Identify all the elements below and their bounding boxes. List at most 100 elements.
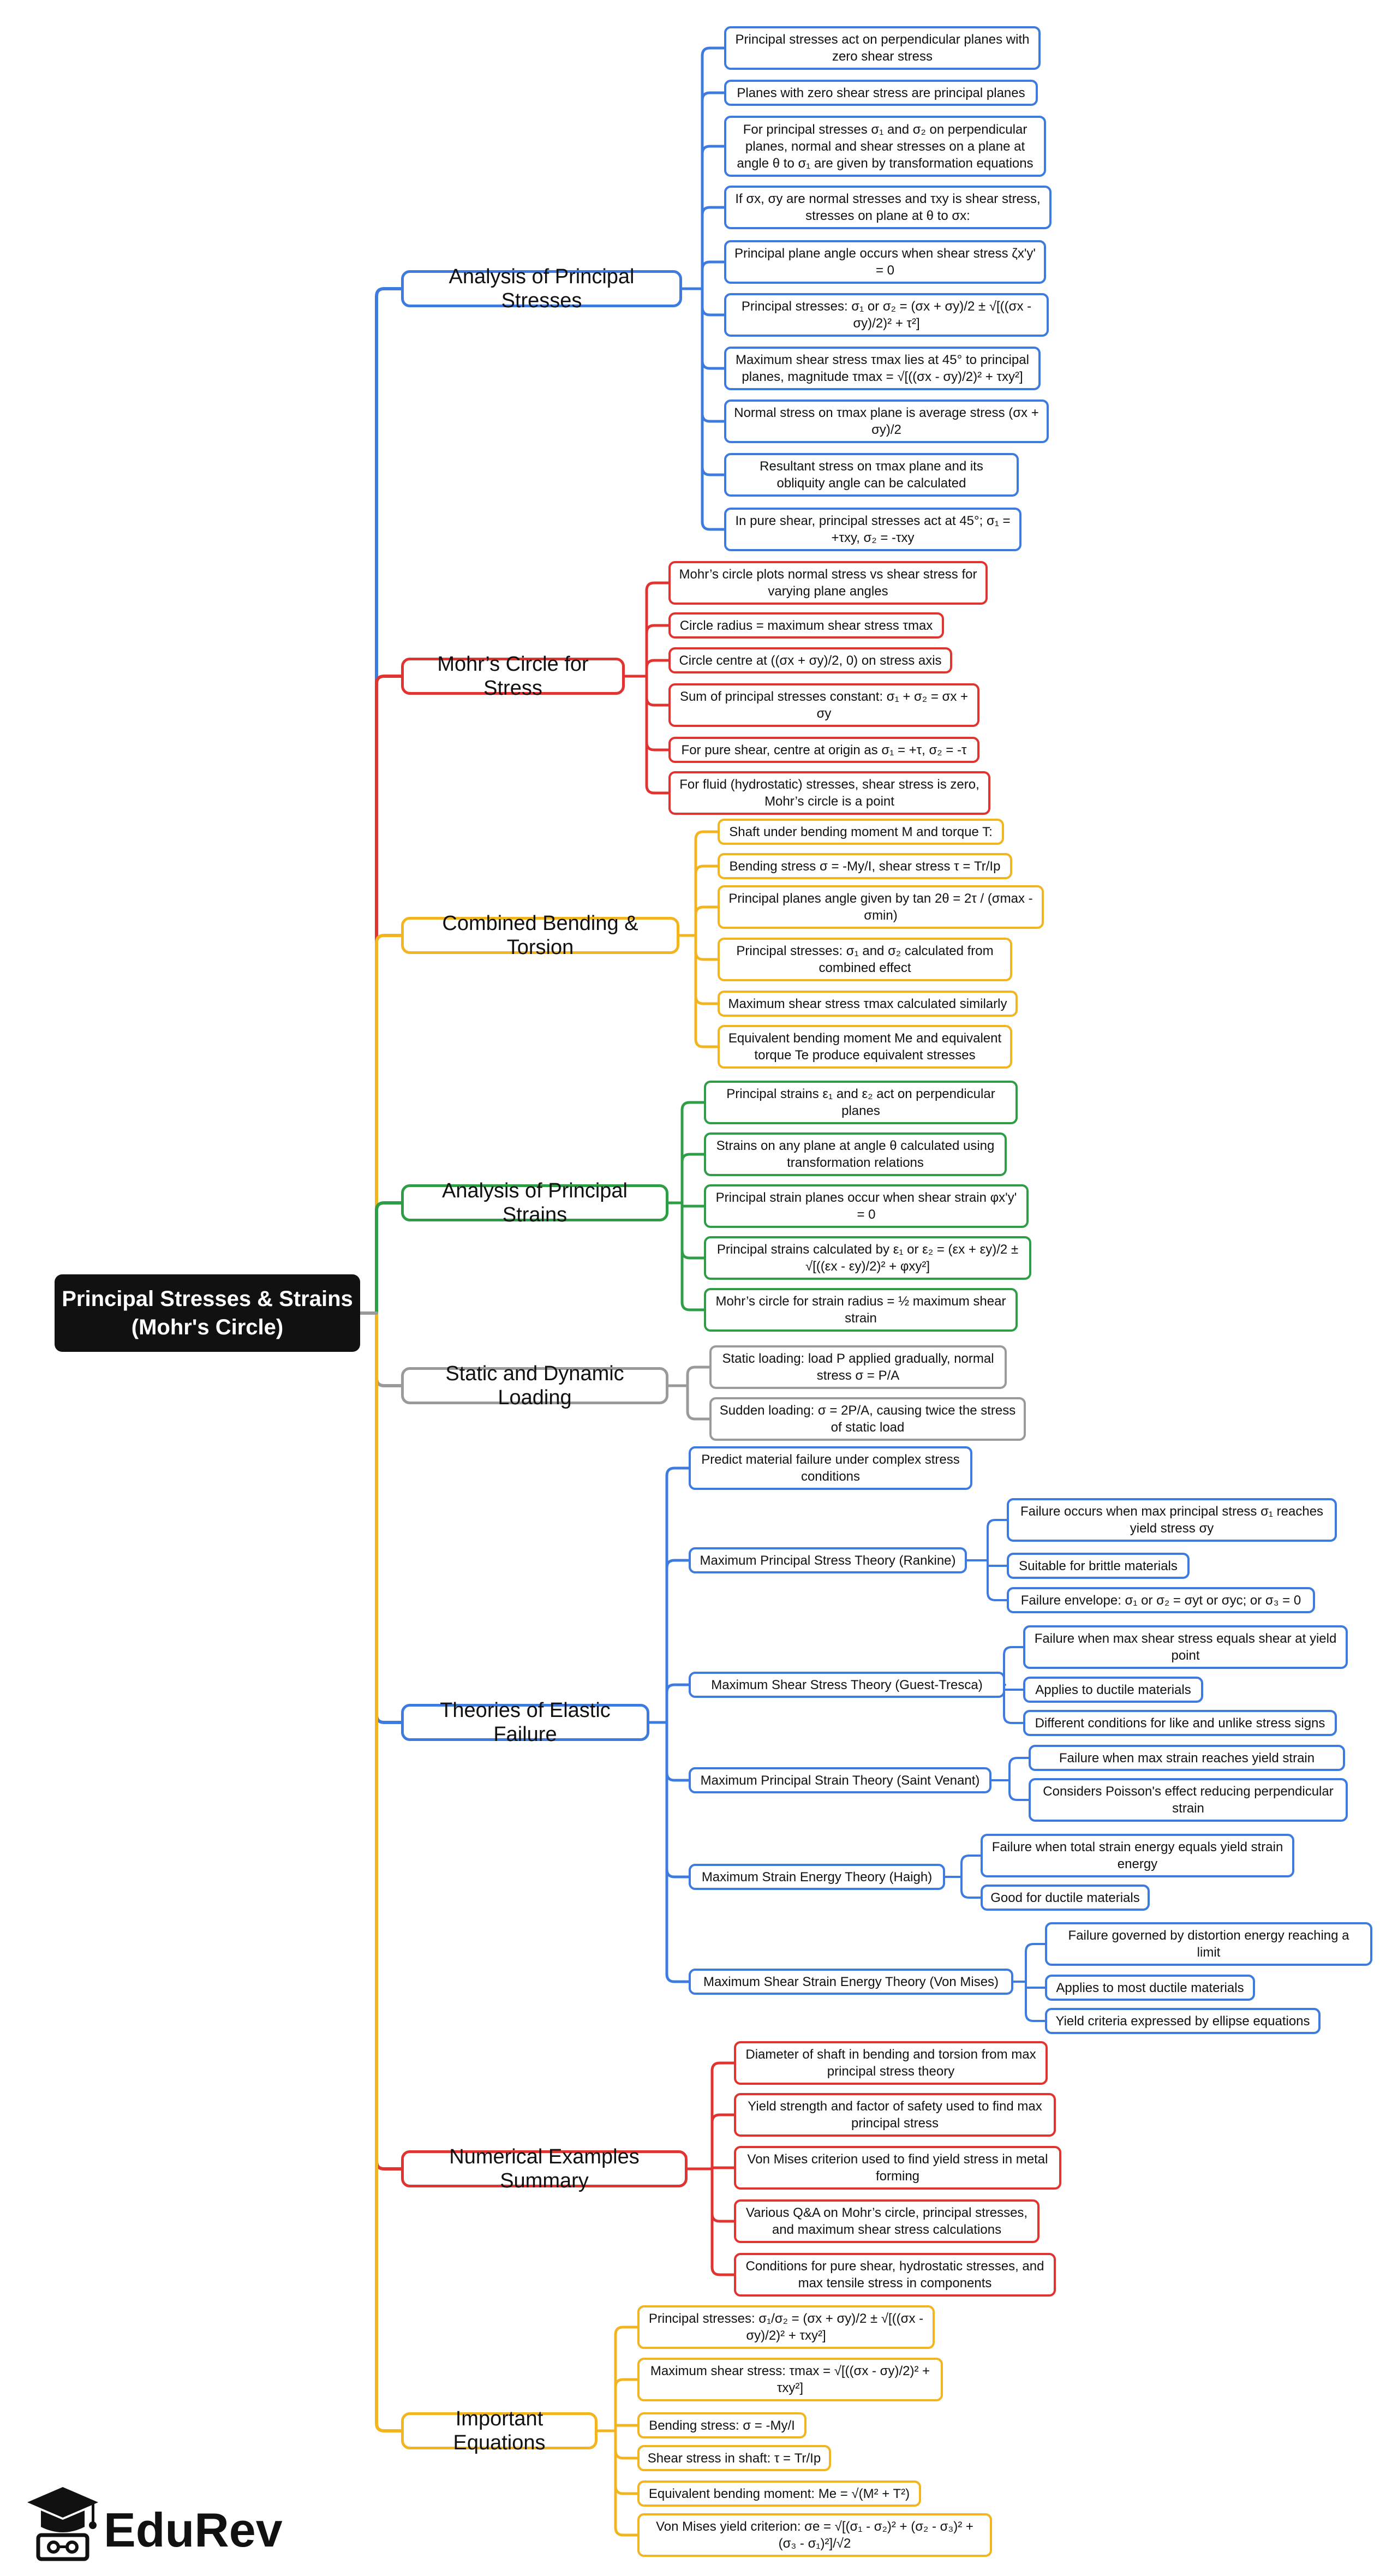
topic-node[interactable]: Bending stress σ = -My/I, shear stress τ… — [718, 853, 1012, 879]
topic-node[interactable]: Diameter of shaft in bending and torsion… — [734, 2041, 1048, 2085]
connector-line — [665, 1868, 690, 1879]
topic-node[interactable]: Maximum shear stress τmax lies at 45° to… — [724, 347, 1041, 390]
topic-node[interactable]: Planes with zero shear stress are princi… — [724, 80, 1038, 106]
topic-node[interactable]: For principal stresses σ₁ and σ₂ on perp… — [724, 116, 1046, 177]
subtopic-node[interactable]: Failure when max strain reaches yield st… — [1029, 1745, 1345, 1771]
connector-line — [701, 145, 726, 156]
subtopic-node[interactable]: Good for ductile materials — [981, 1885, 1150, 1911]
subtopic-node[interactable]: Failure governed by distortion energy re… — [1045, 1922, 1372, 1966]
subtopic-node[interactable]: Failure occurs when max principal stress… — [1007, 1498, 1337, 1542]
topic-node[interactable]: Equivalent bending moment: Me = √(M² + T… — [637, 2480, 921, 2507]
topic-node[interactable]: Von Mises criterion used to find yield s… — [734, 2146, 1061, 2190]
connector-line — [710, 2212, 736, 2223]
topic-node[interactable]: Maximum shear stress: τmax = √[((σx - σy… — [637, 2358, 943, 2401]
topic-node[interactable]: Principal plane angle occurs when shear … — [724, 240, 1046, 284]
topic-node[interactable]: Maximum Principal Strain Theory (Saint V… — [689, 1767, 991, 1793]
topic-node[interactable]: Strains on any plane at angle θ calculat… — [704, 1132, 1007, 1176]
subtopic-node[interactable]: Considers Poisson's effect reducing perp… — [1029, 1778, 1348, 1822]
section-node[interactable]: Important Equations — [401, 2407, 598, 2454]
connector-line — [701, 91, 726, 102]
connector-line — [694, 1037, 719, 1048]
topic-node[interactable]: Yield strength and factor of safety used… — [734, 2093, 1056, 2137]
connector-line — [701, 359, 726, 370]
topic-node[interactable]: Predict material failure under complex s… — [689, 1446, 972, 1490]
edurev-logo-icon — [27, 2487, 98, 2561]
topic-node[interactable]: Principal stresses: σ₁/σ₂ = (σx + σy)/2 … — [637, 2305, 935, 2349]
connector-line — [645, 624, 670, 635]
topic-node[interactable]: Principal stresses act on perpendicular … — [724, 26, 1041, 70]
section-node[interactable]: Analysis of Principal Stresses — [401, 265, 682, 312]
connector-line — [665, 1466, 690, 1477]
root-node[interactable]: Principal Stresses & Strains (Mohr's Cir… — [55, 1274, 360, 1352]
section-node[interactable]: Combined Bending & Torsion — [401, 912, 679, 959]
topic-node[interactable]: Principal stresses: σ₁ or σ₂ = (σx + σy)… — [724, 293, 1049, 337]
subtopic-node[interactable]: Failure when total strain energy equals … — [981, 1834, 1294, 1877]
section-node[interactable]: Static and Dynamic Loading — [401, 1362, 668, 1409]
topic-node[interactable]: Mohr’s circle for strain radius = ½ maxi… — [704, 1288, 1018, 1332]
topic-node[interactable]: For fluid (hydrostatic) stresses, shear … — [668, 771, 990, 815]
topic-node[interactable]: Principal strains ε₁ and ε₂ act on perpe… — [704, 1081, 1018, 1124]
topic-node[interactable]: Bending stress: σ = -My/I — [637, 2412, 807, 2438]
connector-line — [614, 2484, 639, 2495]
topic-node[interactable]: Maximum Strain Energy Theory (Haigh) — [689, 1864, 945, 1890]
topic-node[interactable]: Von Mises yield criterion: σe = √[(σ₁ - … — [637, 2513, 992, 2557]
connector-line — [710, 2061, 736, 2072]
topic-node[interactable]: Shaft under bending moment M and torque … — [718, 819, 1004, 845]
topic-node[interactable]: Maximum Shear Stress Theory (Guest-Tresc… — [689, 1672, 1005, 1698]
topic-node[interactable]: Principal stresses: σ₁ and σ₂ calculated… — [718, 938, 1012, 981]
connector-line — [987, 1591, 1008, 1601]
subtopic-node[interactable]: Failure envelope: σ₁ or σ₂ = σyt or σyc;… — [1007, 1587, 1315, 1613]
connector-line — [701, 412, 726, 423]
topic-node[interactable]: For pure shear, centre at origin as σ₁ =… — [668, 737, 979, 763]
connector-line — [645, 741, 670, 752]
subtopic-node[interactable]: Failure when max shear stress equals she… — [1023, 1625, 1348, 1669]
subtopic-node[interactable]: Yield criteria expressed by ellipse equa… — [1045, 2008, 1321, 2034]
connector-line — [680, 1249, 706, 1260]
topic-node[interactable]: Static loading: load P applied gradually… — [709, 1345, 1007, 1389]
topic-node[interactable]: Resultant stress on τmax plane and its o… — [724, 453, 1019, 497]
topic-node[interactable]: Circle centre at ((σx + σy)/2, 0) on str… — [668, 647, 952, 673]
topic-node[interactable]: Mohr’s circle plots normal stress vs she… — [668, 561, 988, 605]
connector-line — [665, 1683, 690, 1694]
topic-node[interactable]: Maximum Principal Stress Theory (Rankine… — [689, 1547, 967, 1573]
topic-node[interactable]: In pure shear, principal stresses act at… — [724, 508, 1021, 551]
topic-node[interactable]: Sum of principal stresses constant: σ₁ +… — [668, 683, 979, 727]
connector-line — [1003, 1714, 1024, 1724]
topic-node[interactable]: Various Q&A on Mohr’s circle, principal … — [734, 2199, 1040, 2243]
connector-line — [645, 696, 670, 707]
topic-node[interactable]: Equivalent bending moment Me and equival… — [718, 1025, 1012, 1069]
connector-line — [375, 934, 403, 1315]
connector-line — [1025, 1943, 1046, 1953]
topic-node[interactable]: Normal stress on τmax plane is average s… — [724, 399, 1049, 443]
connector-line — [375, 1311, 403, 2432]
subtopic-node[interactable]: Applies to most ductile materials — [1045, 1975, 1255, 2001]
topic-node[interactable]: Shear stress in shaft: τ = Tr/Ip — [637, 2445, 831, 2471]
connector-line — [686, 1365, 711, 1376]
connector-line — [614, 2325, 639, 2336]
section-node[interactable]: Mohr’s Circle for Stress — [401, 653, 625, 700]
connector-line — [645, 581, 670, 592]
connector-line — [694, 905, 719, 916]
connector-line — [665, 1559, 690, 1570]
topic-node[interactable]: Circle radius = maximum shear stress τma… — [668, 612, 944, 639]
subtopic-node[interactable]: Different conditions for like and unlike… — [1023, 1710, 1337, 1736]
section-node[interactable]: Analysis of Principal Strains — [401, 1179, 668, 1226]
topic-node[interactable]: Maximum shear stress τmax calculated sim… — [718, 991, 1018, 1017]
topic-node[interactable]: Sudden loading: σ = 2P/A, causing twice … — [709, 1397, 1026, 1441]
topic-node[interactable]: Principal strain planes occur when shear… — [704, 1184, 1029, 1228]
topic-node[interactable]: If σx, σy are normal stresses and τxy is… — [724, 186, 1052, 229]
topic-node[interactable]: Principal strains calculated by ε₁ or ε₂… — [704, 1236, 1031, 1280]
connector-line — [375, 287, 403, 1315]
connector-line — [701, 520, 726, 531]
connector-line — [701, 306, 726, 317]
topic-node[interactable]: Maximum Shear Strain Energy Theory (Von … — [689, 1969, 1013, 1995]
subtopic-node[interactable]: Suitable for brittle materials — [1007, 1553, 1190, 1579]
connector-line — [701, 466, 726, 476]
connector-line — [375, 1311, 403, 1387]
section-node[interactable]: Theories of Elastic Failure — [401, 1699, 649, 1746]
topic-node[interactable]: Conditions for pure shear, hydrostatic s… — [734, 2253, 1056, 2297]
subtopic-node[interactable]: Applies to ductile materials — [1023, 1677, 1203, 1703]
topic-node[interactable]: Principal planes angle given by tan 2θ =… — [718, 885, 1044, 929]
section-node[interactable]: Numerical Examples Summary — [401, 2145, 688, 2192]
